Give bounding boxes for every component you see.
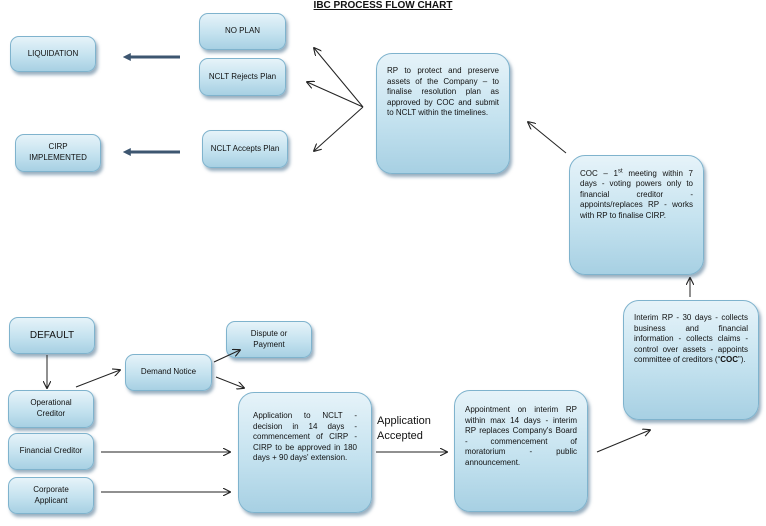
appointment-interim-rp-text: Appointment on interim RP within max 14 … bbox=[465, 405, 577, 467]
appointment-interim-rp-box: Appointment on interim RP within max 14 … bbox=[454, 390, 588, 512]
cirp-implemented-label: CIRP IMPLEMENTED bbox=[29, 142, 87, 162]
arrow-demand-to-dispute bbox=[213, 350, 240, 363]
operational-creditor-box: Operational Creditor bbox=[8, 390, 94, 428]
no-plan-box: NO PLAN bbox=[199, 13, 286, 50]
demand-notice-label: Demand Notice bbox=[140, 367, 197, 377]
page-title: IBC PROCESS FLOW CHART bbox=[313, 0, 453, 11]
financial-creditor-box: Financial Creditor bbox=[8, 433, 94, 470]
arrow-to-nclt-accepts bbox=[314, 106, 364, 151]
arrow-to-rp-protect bbox=[528, 122, 567, 154]
interim-rp-box: Interim RP - 30 days - collects business… bbox=[623, 300, 759, 420]
coc-first-meeting-text: COC – 1st meeting within 7 days - voting… bbox=[580, 168, 694, 220]
nclt-accepts-plan-box: NCLT Accepts Plan bbox=[202, 130, 288, 168]
cirp-implemented-box: CIRP IMPLEMENTED bbox=[15, 134, 101, 172]
coc-first-meeting-box: COC – 1st meeting within 7 days - voting… bbox=[569, 155, 704, 275]
demand-notice-box: Demand Notice bbox=[125, 354, 212, 391]
corporate-applicant-label: Corporate Applicant bbox=[33, 484, 69, 505]
liquidation-label: LIQUIDATION bbox=[27, 48, 79, 58]
operational-creditor-label: Operational Creditor bbox=[30, 398, 72, 418]
default-label: DEFAULT bbox=[29, 329, 75, 341]
interim-rp-text: Interim RP - 30 days - collects business… bbox=[634, 313, 748, 365]
corporate-applicant-box: Corporate Applicant bbox=[8, 477, 94, 514]
rp-protect-assets-box: RP to protect and preserve assets of the… bbox=[376, 53, 510, 174]
rp-protect-assets-text: RP to protect and preserve assets of the… bbox=[387, 66, 499, 118]
arrow-demand-to-application bbox=[215, 376, 244, 388]
financial-creditor-label: Financial Creditor bbox=[19, 446, 83, 456]
default-box: DEFAULT bbox=[9, 317, 95, 354]
dispute-or-payment-box: Dispute or Payment bbox=[226, 321, 312, 358]
application-accepted-label: Application Accepted bbox=[377, 415, 431, 442]
application-to-nclt-box: Application to NCLT - decision in 14 day… bbox=[238, 392, 372, 513]
nclt-accepts-plan-label: NCLT Accepts Plan bbox=[210, 143, 280, 153]
arrow-to-no-plan bbox=[314, 48, 364, 108]
nclt-rejects-plan-label: NCLT Rejects Plan bbox=[208, 71, 277, 81]
arrow-to-interim-rp bbox=[596, 430, 650, 453]
application-to-nclt-text: Application to NCLT - decision in 14 day… bbox=[253, 411, 357, 463]
dispute-or-payment-label: Dispute or Payment bbox=[250, 328, 288, 349]
nclt-rejects-plan-box: NCLT Rejects Plan bbox=[199, 58, 286, 96]
no-plan-label: NO PLAN bbox=[224, 26, 261, 36]
liquidation-box: LIQUIDATION bbox=[10, 36, 96, 72]
arrow-operational-to-demand bbox=[75, 370, 120, 388]
arrow-to-nclt-rejects bbox=[307, 82, 364, 108]
